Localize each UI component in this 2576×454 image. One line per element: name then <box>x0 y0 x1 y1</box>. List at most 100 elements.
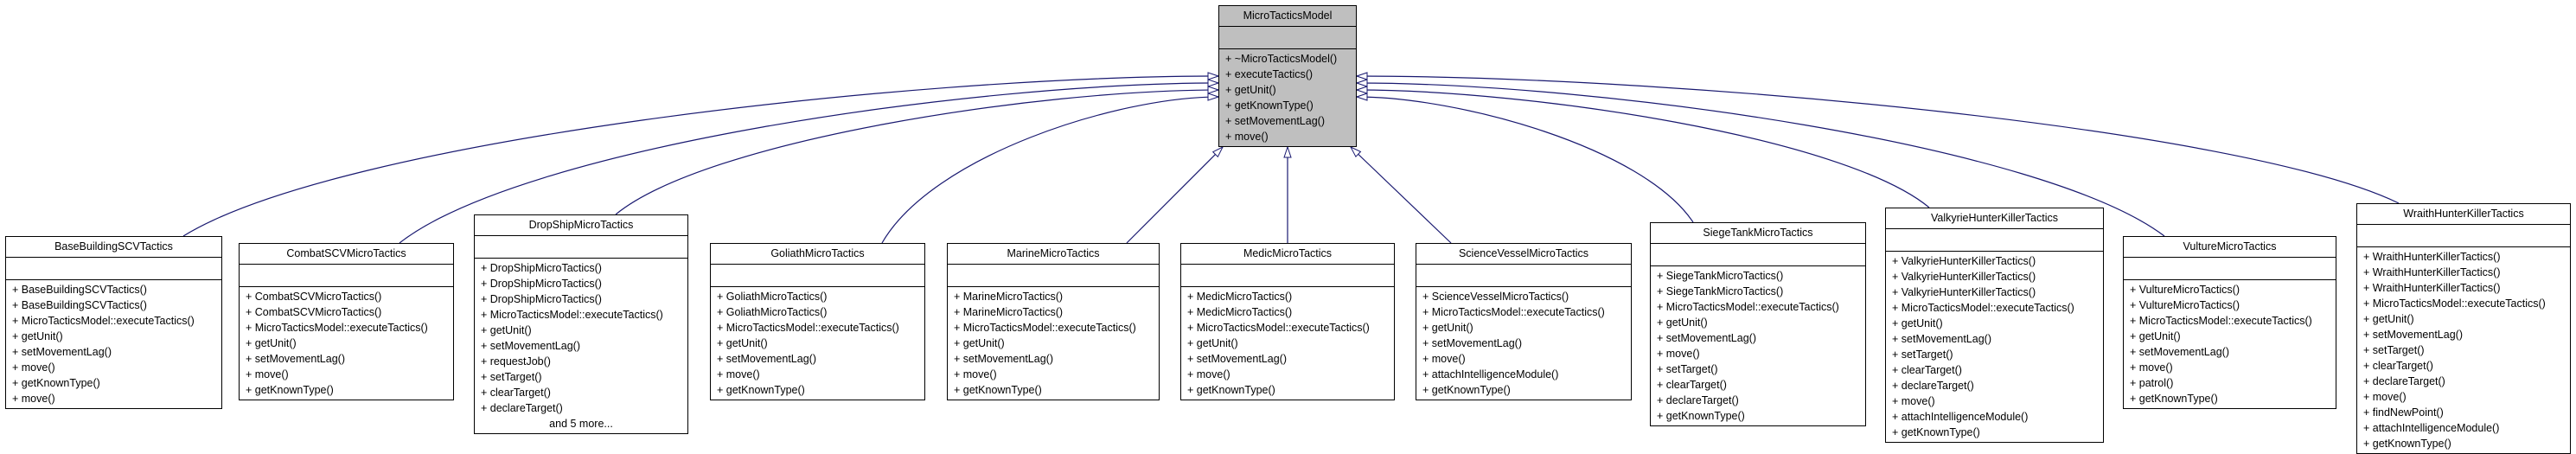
method-item: + executeTactics() <box>1225 68 1314 80</box>
method-item: + getUnit() <box>1657 317 1708 329</box>
class-box-vulture-micro-tactics[interactable]: VultureMicroTactics + VultureMicroTactic… <box>2123 236 2336 409</box>
inheritance-edge-valkyriehunterkillertactics <box>1357 90 1930 208</box>
method-item: + MicroTacticsModel::executeTactics() <box>481 309 663 321</box>
method-item: + setTarget() <box>2363 344 2425 356</box>
method-item: + setMovementLag() <box>1892 333 1991 345</box>
class-attributes-empty <box>711 265 924 287</box>
class-box-goliath-micro-tactics[interactable]: GoliathMicroTactics + GoliathMicroTactic… <box>710 243 925 400</box>
method-item: + getUnit() <box>481 324 532 336</box>
method-item: + getUnit() <box>717 337 768 349</box>
method-item: + setMovementLag() <box>246 353 345 365</box>
method-item: + declareTarget() <box>481 402 563 414</box>
method-item: + move() <box>1187 368 1230 380</box>
method-item: + patrol() <box>2130 377 2174 389</box>
method-item: + MicroTacticsModel::executeTactics() <box>954 322 1136 334</box>
method-item: + setMovementLag() <box>1657 332 1756 344</box>
method-item: + BaseBuildingSCVTactics() <box>12 284 147 296</box>
class-attributes-empty <box>240 265 453 287</box>
method-list: + CombatSCVMicroTactics()+ CombatSCVMicr… <box>240 287 453 400</box>
method-item: + getUnit() <box>2363 313 2414 325</box>
method-item: + move() <box>12 393 55 405</box>
method-item: + setMovementLag() <box>717 353 816 365</box>
method-item: + MicroTacticsModel::executeTactics() <box>1422 306 1605 318</box>
method-item: + ValkyrieHunterKillerTactics() <box>1892 286 2036 298</box>
class-title: GoliathMicroTactics <box>711 244 924 265</box>
method-item: + ScienceVesselMicroTactics() <box>1422 291 1569 303</box>
method-list: + VultureMicroTactics()+ VultureMicroTac… <box>2124 280 2336 408</box>
class-title: DropShipMicroTactics <box>475 215 687 236</box>
class-title: ValkyrieHunterKillerTactics <box>1886 208 2103 229</box>
method-item: + move() <box>717 368 760 380</box>
method-item: + requestJob() <box>481 355 551 368</box>
method-item: + WraithHunterKillerTactics() <box>2363 282 2501 294</box>
method-item: + getKnownType() <box>1422 384 1511 396</box>
method-list: + SiegeTankMicroTactics()+ SiegeTankMicr… <box>1651 266 1865 425</box>
class-title: WraithHunterKillerTactics <box>2357 204 2570 225</box>
method-list: + BaseBuildingSCVTactics()+ BaseBuilding… <box>6 280 221 408</box>
method-item: + move() <box>1225 131 1269 143</box>
class-title: CombatSCVMicroTactics <box>240 244 453 265</box>
class-box-siege-tank-micro-tactics[interactable]: SiegeTankMicroTactics + SiegeTankMicroTa… <box>1650 222 1866 426</box>
method-item: + setTarget() <box>1657 363 1718 375</box>
method-item: + move() <box>2130 361 2173 374</box>
method-item: + WraithHunterKillerTactics() <box>2363 266 2501 278</box>
method-item: + move() <box>954 368 997 380</box>
method-item: + MicroTacticsModel::executeTactics() <box>717 322 899 334</box>
class-box-base-building-scv-tactics[interactable]: BaseBuildingSCVTactics + BaseBuildingSCV… <box>5 236 222 409</box>
method-list: + MarineMicroTactics()+ MarineMicroTacti… <box>948 287 1159 400</box>
method-item: + getKnownType() <box>717 384 805 396</box>
inheritance-edge-goliathmicrotactics <box>881 97 1218 244</box>
method-item: + MicroTacticsModel::executeTactics() <box>2130 315 2312 327</box>
class-attributes-empty <box>475 236 687 259</box>
method-item: + setTarget() <box>1892 348 1953 361</box>
class-attributes-empty <box>2357 225 2570 247</box>
method-item: + move() <box>1422 353 1466 365</box>
class-box-medic-micro-tactics[interactable]: MedicMicroTactics + MedicMicroTactics()+… <box>1180 243 1395 400</box>
method-item: + declareTarget() <box>1657 394 1739 406</box>
method-item: + setMovementLag() <box>1422 337 1522 349</box>
class-title: VultureMicroTactics <box>2124 237 2336 258</box>
method-item: + setMovementLag() <box>954 353 1053 365</box>
method-item: + ValkyrieHunterKillerTactics() <box>1892 271 2036 283</box>
more-methods-label: and 5 more... <box>549 418 613 430</box>
method-item: + setMovementLag() <box>12 346 112 358</box>
method-item: + GoliathMicroTactics() <box>717 306 828 318</box>
method-item: + VultureMicroTactics() <box>2130 299 2240 311</box>
method-item: + setMovementLag() <box>1187 353 1287 365</box>
inheritance-edge-sciencevesselmicrotactics <box>1351 147 1452 244</box>
method-item: + ValkyrieHunterKillerTactics() <box>1892 255 2036 267</box>
class-box-marine-micro-tactics[interactable]: MarineMicroTactics + MarineMicroTactics(… <box>947 243 1160 400</box>
class-attributes-empty <box>948 265 1159 287</box>
method-item: + getUnit() <box>12 330 63 342</box>
method-item: + attachIntelligenceModule() <box>2363 422 2500 434</box>
class-box-wraith-hunter-killer-tactics[interactable]: WraithHunterKillerTactics + WraithHunter… <box>2356 203 2571 454</box>
method-list: + WraithHunterKillerTactics() + WraithHun… <box>2357 247 2570 453</box>
class-box-micro-tactics-model[interactable]: MicroTacticsModel + ~MicroTacticsModel()… <box>1218 5 1357 147</box>
method-item: + SiegeTankMicroTactics() <box>1657 270 1784 282</box>
method-item: + MedicMicroTactics() <box>1187 306 1293 318</box>
class-title: MarineMicroTactics <box>948 244 1159 265</box>
method-item: + getUnit() <box>1892 317 1943 329</box>
inheritance-edge-marinemicrotactics <box>1126 147 1223 244</box>
inheritance-edge-siegetankmicrotactics <box>1357 97 1694 223</box>
class-box-combat-scv-micro-tactics[interactable]: CombatSCVMicroTactics + CombatSCVMicroTa… <box>239 243 454 400</box>
class-box-science-vessel-micro-tactics[interactable]: ScienceVesselMicroTactics + ScienceVesse… <box>1416 243 1632 400</box>
method-list: + DropShipMicroTactics()+ DropShipMicroT… <box>475 259 687 433</box>
inheritance-edge-combatscvmicrotactics <box>399 83 1218 244</box>
method-item: + CombatSCVMicroTactics() <box>246 291 382 303</box>
method-item: + MarineMicroTactics() <box>954 306 1064 318</box>
method-item: + setTarget() <box>481 371 542 383</box>
class-box-valkyrie-hunter-killer-tactics[interactable]: ValkyrieHunterKillerTactics + ValkyrieHu… <box>1885 208 2104 443</box>
method-item: + attachIntelligenceModule() <box>1892 411 2029 423</box>
class-box-drop-ship-micro-tactics[interactable]: DropShipMicroTactics + DropShipMicroTact… <box>474 214 688 434</box>
method-item: + move() <box>246 368 289 380</box>
method-item: + MicroTacticsModel::executeTactics() <box>1892 302 2074 314</box>
method-item: + setMovementLag() <box>1225 115 1325 127</box>
method-item: + getKnownType() <box>1187 384 1275 396</box>
method-item: + declareTarget() <box>2363 375 2445 387</box>
method-item: + MicroTacticsModel::executeTactics() <box>246 322 428 334</box>
method-item: + WraithHunterKillerTactics() <box>2363 251 2501 263</box>
class-title: BaseBuildingSCVTactics <box>6 237 221 258</box>
method-item: + MicroTacticsModel::executeTactics() <box>2363 297 2546 310</box>
